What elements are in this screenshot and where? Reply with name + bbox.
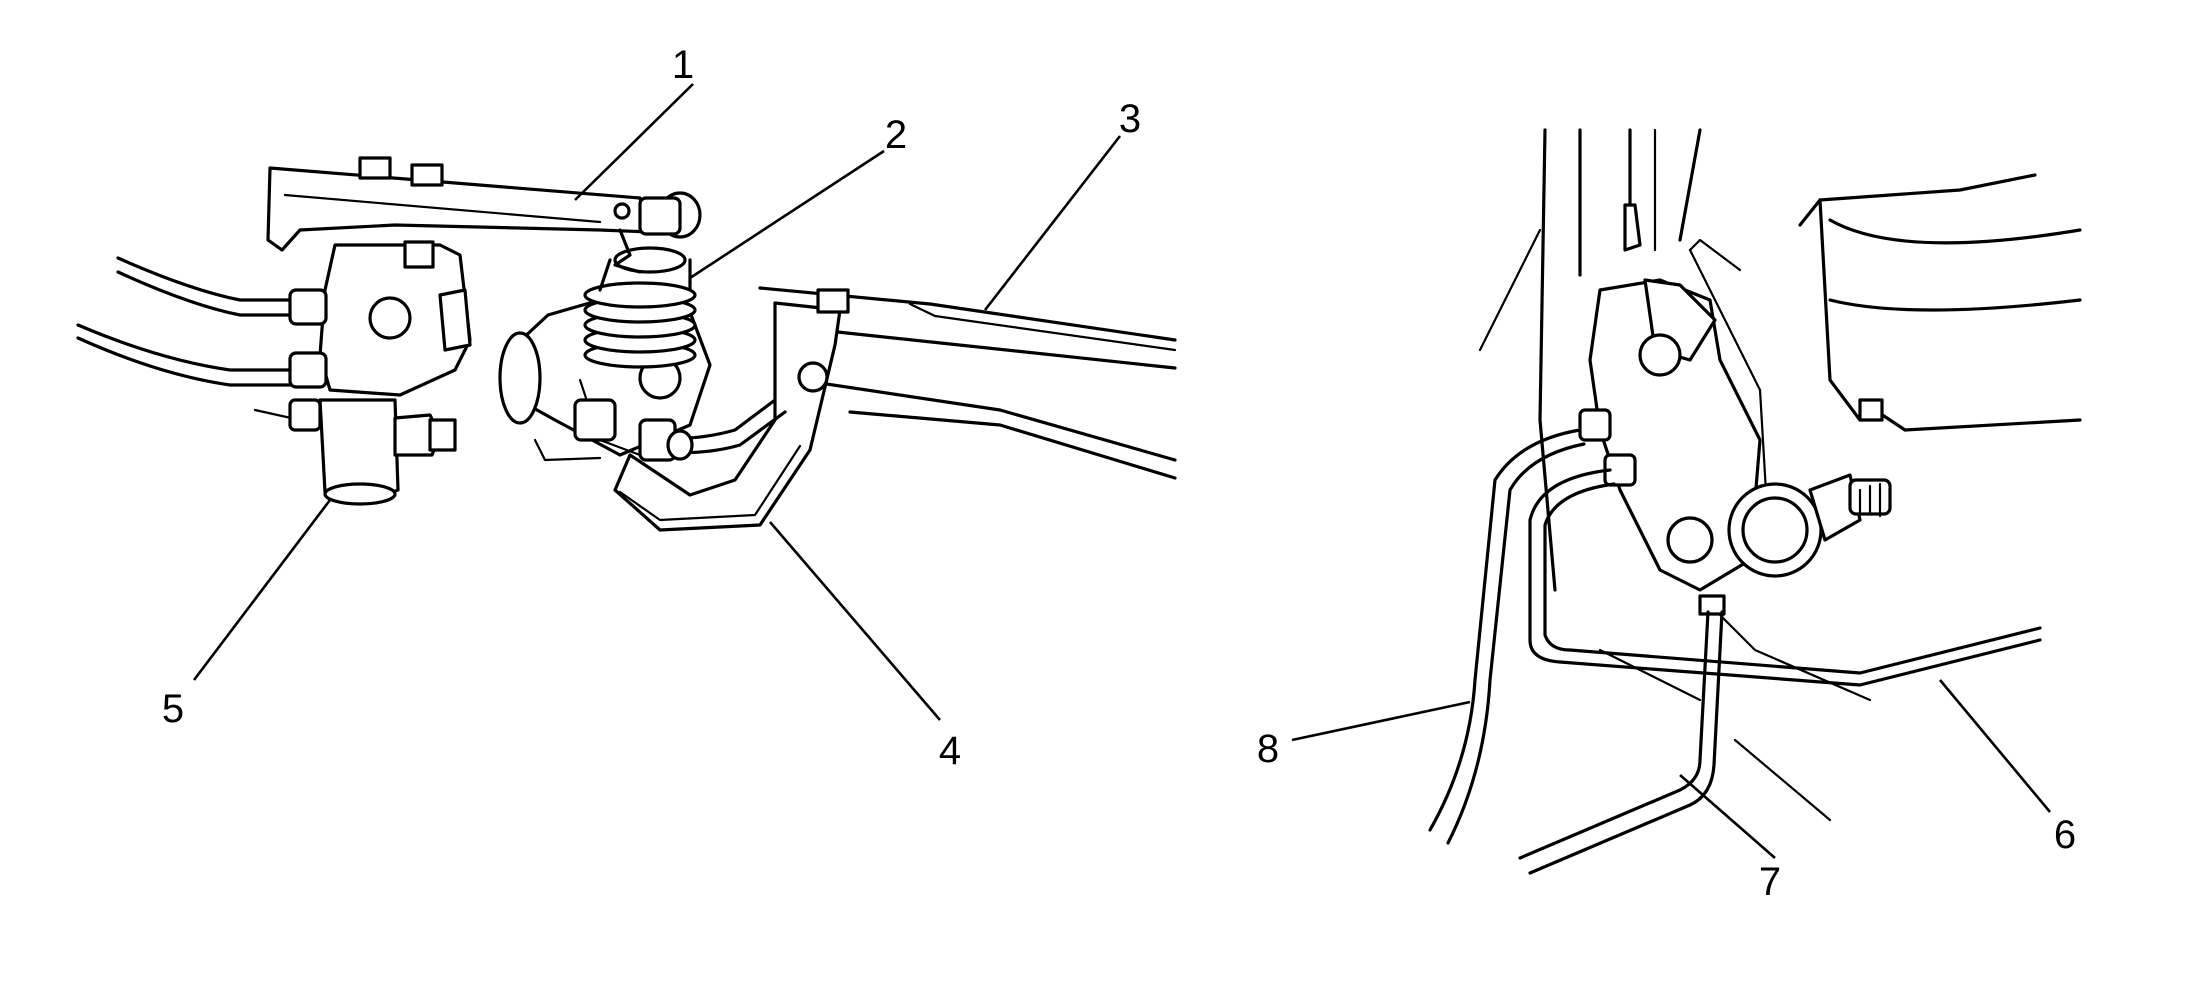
right-leader-lines — [1291, 679, 2051, 859]
leader-3 — [983, 135, 1122, 311]
axle-housing — [758, 286, 1177, 480]
callout-3: 3 — [1119, 97, 1141, 141]
callout-labels: 1 2 3 4 5 6 7 8 — [162, 43, 2076, 904]
leader-4 — [769, 521, 941, 721]
callout-4: 4 — [939, 729, 961, 773]
axle-bracket — [613, 288, 850, 532]
callout-2: 2 — [885, 113, 907, 157]
leader-7 — [1679, 774, 1776, 859]
lever-arm — [266, 156, 702, 274]
frame-background — [1478, 128, 2082, 822]
leader-1 — [574, 83, 694, 201]
link-rod — [638, 398, 787, 462]
right-view-illustration — [1291, 128, 2082, 875]
left-brake-lines — [76, 256, 302, 422]
callout-7: 7 — [1759, 860, 1781, 904]
proportioning-valve — [288, 240, 472, 506]
callout-6: 6 — [2054, 813, 2076, 857]
spring — [583, 246, 697, 369]
leader-6 — [1939, 679, 2051, 813]
right-brake-lines — [1428, 428, 2042, 875]
left-view-illustration — [76, 83, 1177, 721]
callout-5: 5 — [162, 687, 184, 731]
callout-8: 8 — [1257, 727, 1279, 771]
brake-valve-assembly — [1578, 203, 1892, 616]
leader-8 — [1291, 700, 1471, 742]
left-leader-lines — [192, 83, 1122, 721]
leader-2 — [689, 149, 885, 280]
callout-1: 1 — [672, 43, 694, 87]
leader-5 — [192, 499, 332, 681]
